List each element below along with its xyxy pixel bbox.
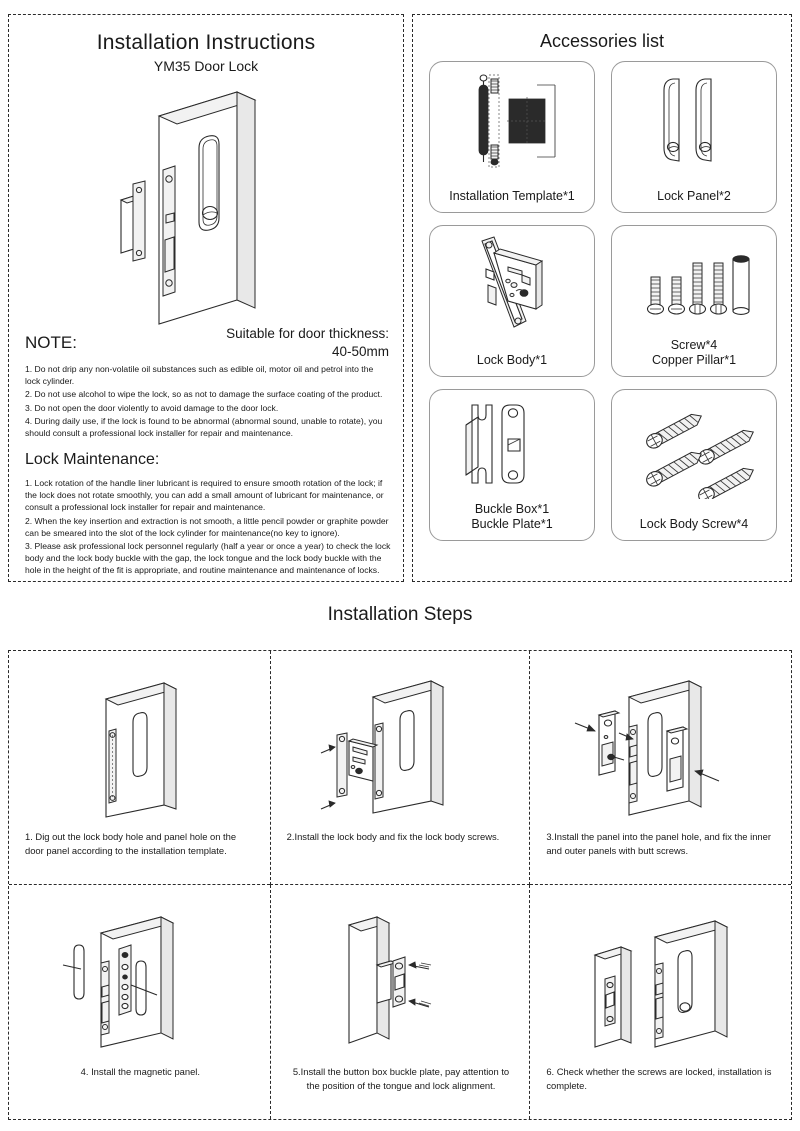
door-assembly-illustration	[119, 91, 257, 325]
step-4-caption: 4. Install the magnetic panel.	[80, 1066, 200, 1077]
step-cell-2: 2.Install the lock body and fix the lock…	[269, 651, 531, 885]
accessory-card: Buckle Box*1 Buckle Plate*1	[429, 389, 595, 541]
maintenance-item: 3. Please ask professional lock personne…	[25, 541, 391, 576]
lock-body-icon	[430, 232, 594, 338]
screws-and-copper-pillar-icon	[612, 232, 776, 338]
note-list: 1. Do not drip any non-volatile oil subs…	[25, 363, 387, 440]
accessory-card: Installation Template*1	[429, 61, 595, 213]
thickness-value: 40-50mm	[331, 344, 389, 360]
accessory-label: Lock Body*1	[476, 353, 548, 367]
step-2-caption: 2.Install the lock body and fix the lock…	[286, 831, 500, 842]
accessories-list-panel: Accessories list	[412, 14, 792, 582]
maintenance-list: 1. Lock rotation of the handle liner lub…	[25, 477, 393, 578]
accessory-label: Lock Panel*2	[657, 189, 731, 203]
page-subtitle: YM35 Door Lock	[153, 58, 259, 74]
accessory-card: Lock Body Screw*4	[611, 389, 777, 541]
installation-template-icon	[430, 68, 594, 174]
maintenance-heading: Lock Maintenance:	[25, 451, 160, 468]
accessory-card: Lock Panel*2	[611, 61, 777, 213]
installation-steps-title: Installation Steps	[327, 604, 473, 625]
door-thickness-note: Suitable for door thickness: 40-50mm	[159, 325, 389, 361]
note-item: 2. Do not use alcohol to wipe the lock, …	[25, 389, 383, 400]
step-5-caption: 5.Install the button box buckle plate, p…	[292, 1066, 510, 1091]
installation-steps-grid: 1. Dig out the lock body hole and panel …	[8, 650, 792, 1120]
step-cell-3: 3.Install the panel into the panel hole,…	[530, 651, 791, 885]
maintenance-item: 1. Lock rotation of the handle liner lub…	[25, 478, 384, 513]
accessory-label: Lock Body Screw*4	[639, 517, 749, 531]
step-2-illustration	[271, 651, 530, 830]
accessory-label: Buckle Box*1 Buckle Plate*1	[471, 502, 553, 531]
note-item: 4. During daily use, if the lock is foun…	[25, 415, 383, 439]
step-6-caption: 6. Check whether the screws are locked, …	[546, 1066, 772, 1091]
step-cell-5: 5.Install the button box buckle plate, p…	[269, 885, 531, 1119]
accessory-card: Lock Body*1	[429, 225, 595, 377]
page-title: Installation Instructions	[96, 31, 316, 54]
accessories-title: Accessories list	[539, 31, 665, 51]
installation-instructions-panel: Installation Instructions YM35 Door Lock	[8, 14, 404, 582]
step-cell-6: 6. Check whether the screws are locked, …	[530, 885, 791, 1119]
step-5-illustration	[271, 885, 530, 1065]
step-1-illustration	[9, 651, 270, 830]
thickness-label: Suitable for door thickness:	[226, 326, 389, 341]
step-1-caption: 1. Dig out the lock body hole and panel …	[25, 831, 237, 856]
note-heading: NOTE:	[25, 333, 77, 352]
step-cell-1: 1. Dig out the lock body hole and panel …	[9, 651, 270, 885]
buckle-box-and-plate-icon	[430, 396, 594, 502]
lock-body-screws-icon	[612, 396, 776, 502]
note-item: 1. Do not drip any non-volatile oil subs…	[25, 364, 374, 387]
top-section: Installation Instructions YM35 Door Lock	[8, 14, 792, 582]
accessory-label: Installation Template*1	[449, 189, 575, 203]
step-6-illustration	[530, 885, 791, 1065]
note-item: 3. Do not open the door violently to avo…	[25, 402, 279, 413]
step-4-illustration	[9, 885, 270, 1065]
maintenance-item: 2. When the key insertion and extraction…	[25, 515, 389, 538]
step-cell-4: 4. Install the magnetic panel.	[9, 885, 270, 1119]
accessory-label: Screw*4 Copper Pillar*1	[651, 338, 737, 367]
lock-panel-icon	[612, 68, 776, 174]
step-3-illustration	[530, 651, 791, 830]
accessory-card: Screw*4 Copper Pillar*1	[611, 225, 777, 377]
step-3-caption: 3.Install the panel into the panel hole,…	[546, 831, 771, 856]
accessories-grid: Installation Template*1	[429, 61, 777, 541]
door-lock-hero-diagram	[9, 74, 403, 326]
